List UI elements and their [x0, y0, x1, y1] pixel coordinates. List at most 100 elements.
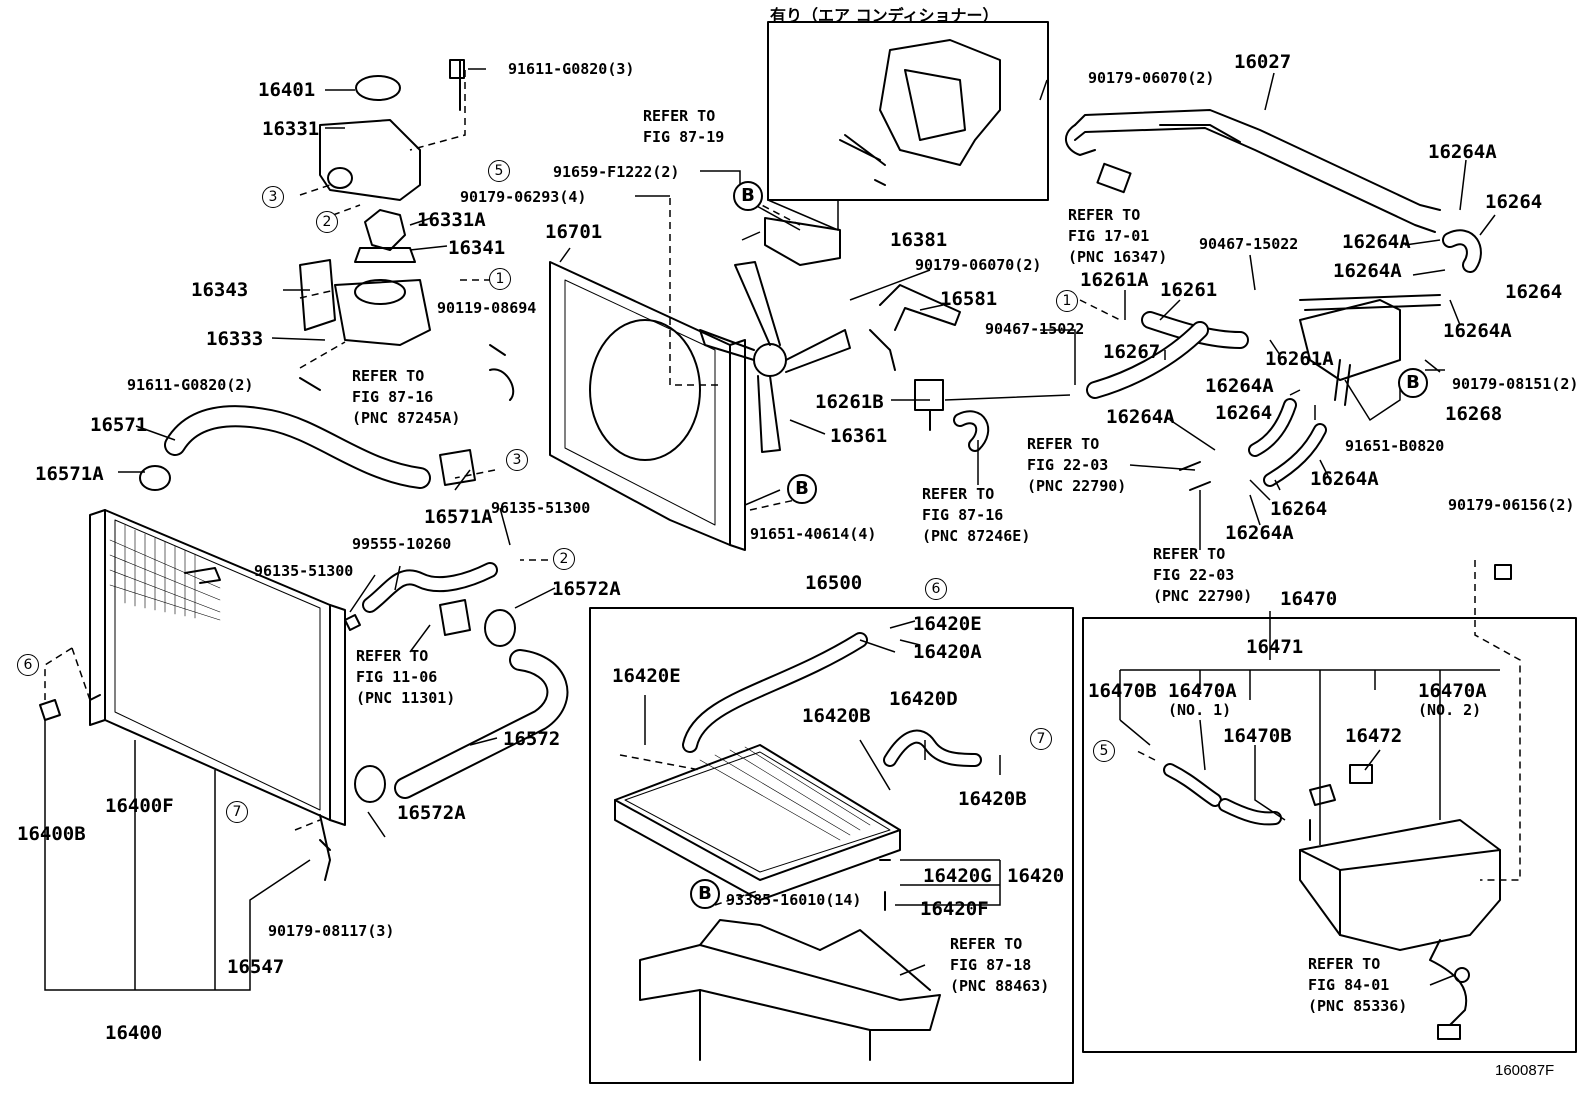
part-16571a-right: 16571A — [424, 506, 493, 528]
part-16572a-top: 16572A — [552, 578, 621, 600]
part-90179-06156: 90179-06156(2) — [1448, 496, 1575, 514]
part-96135-51300-a: 96135-51300 — [491, 499, 591, 517]
marker-b-1: B — [733, 181, 763, 211]
part-16261a-1: 16261A — [1080, 269, 1149, 291]
part-16572a-bottom: 16572A — [397, 802, 466, 824]
part-99555-10260: 99555-10260 — [352, 535, 452, 553]
part-16420b-1: 16420B — [802, 705, 871, 727]
part-91651-40614: 91651-40614(4) — [750, 525, 877, 543]
part-16264a-6: 16264A — [1106, 406, 1175, 428]
part-16420g: 16420G — [923, 865, 992, 887]
part-16361: 16361 — [830, 425, 888, 447]
part-16470b-2: 16470B — [1223, 725, 1292, 747]
part-16264-1: 16264 — [1485, 191, 1543, 213]
part-16470: 16470 — [1280, 588, 1338, 610]
part-91659-f1222: 91659-F1222(2) — [553, 163, 680, 181]
part-16400: 16400 — [105, 1022, 163, 1044]
part-16264a-8: 16264A — [1225, 522, 1294, 544]
part-16470a-2-note: (NO. 2) — [1418, 701, 1482, 719]
part-16581: 16581 — [940, 288, 998, 310]
part-16471: 16471 — [1246, 636, 1304, 658]
marker-6-right: 6 — [925, 578, 947, 600]
diagram-id: 160087F — [1495, 1062, 1555, 1079]
marker-6-left: 6 — [17, 654, 39, 676]
header-jp: 有り（エア コンディショナー） — [770, 6, 999, 25]
reserve-tank-box — [1082, 617, 1577, 1053]
part-16470a-2: 16470A — [1418, 680, 1487, 702]
part-16261b: 16261B — [815, 391, 884, 413]
radiator-assembly-box — [589, 607, 1074, 1084]
marker-b-3: B — [1398, 368, 1428, 398]
part-16420b-2: 16420B — [958, 788, 1027, 810]
part-16547: 16547 — [227, 956, 285, 978]
marker-5-top: 5 — [488, 160, 510, 182]
part-16470b-1: 16470B — [1088, 680, 1157, 702]
part-16264a-1: 16264A — [1428, 141, 1497, 163]
marker-1-left: 1 — [489, 268, 511, 290]
part-16264a-3: 16264A — [1333, 260, 1402, 282]
part-16027: 16027 — [1234, 51, 1292, 73]
part-16420d: 16420D — [889, 688, 958, 710]
part-16572: 16572 — [503, 728, 561, 750]
part-16267: 16267 — [1103, 341, 1161, 363]
part-96135-51300-b: 96135-51300 — [254, 562, 354, 580]
part-90179-08117: 90179-08117(3) — [268, 922, 395, 940]
part-16264-3: 16264 — [1215, 402, 1273, 424]
part-16264a-2: 16264A — [1342, 231, 1411, 253]
part-16400b: 16400B — [17, 823, 86, 845]
part-91651-b0820: 91651-B0820 — [1345, 437, 1445, 455]
part-90467-15022-top: 90467-15022 — [1199, 235, 1299, 253]
marker-b-2: B — [787, 474, 817, 504]
part-90179-08151: 90179-08151(2) — [1452, 375, 1579, 393]
part-16268: 16268 — [1445, 403, 1503, 425]
part-16331: 16331 — [262, 118, 320, 140]
part-91611-g0820-2: 91611-G0820(2) — [127, 376, 254, 394]
part-16261: 16261 — [1160, 279, 1218, 301]
marker-1-right: 1 — [1056, 290, 1078, 312]
part-16571: 16571 — [90, 414, 148, 436]
part-93385-16010: 93385-16010(14) — [726, 891, 862, 909]
part-16701: 16701 — [545, 221, 603, 243]
marker-3-right: 3 — [506, 449, 528, 471]
marker-2-right: 2 — [553, 548, 575, 570]
part-90119-08694: 90119-08694 — [437, 299, 537, 317]
part-16264-2: 16264 — [1505, 281, 1563, 303]
part-16420e-left: 16420E — [612, 665, 681, 687]
part-16381: 16381 — [890, 229, 948, 251]
part-16420: 16420 — [1007, 865, 1065, 887]
marker-7-right: 7 — [1030, 728, 1052, 750]
part-16343: 16343 — [191, 279, 249, 301]
part-16420e-top: 16420E — [913, 613, 982, 635]
marker-7-left: 7 — [226, 801, 248, 823]
part-16470a-1: 16470A — [1168, 680, 1237, 702]
part-16472: 16472 — [1345, 725, 1403, 747]
part-90179-06293: 90179-06293(4) — [460, 188, 587, 206]
part-16331a: 16331A — [417, 209, 486, 231]
part-16500: 16500 — [805, 572, 863, 594]
marker-5-right: 5 — [1093, 740, 1115, 762]
part-90179-06070-mid: 90179-06070(2) — [915, 256, 1042, 274]
part-90179-06070-top: 90179-06070(2) — [1088, 69, 1215, 87]
marker-3-left: 3 — [262, 186, 284, 208]
part-90467-15022-bottom: 90467-15022 — [985, 320, 1085, 338]
part-16420a: 16420A — [913, 641, 982, 663]
part-16420f: 16420F — [920, 898, 989, 920]
marker-b-4: B — [690, 879, 720, 909]
part-16341: 16341 — [448, 237, 506, 259]
part-91611-g0820-3: 91611-G0820(3) — [508, 60, 635, 78]
part-16571a-left: 16571A — [35, 463, 104, 485]
part-16264a-5: 16264A — [1205, 375, 1274, 397]
part-16261a-2: 16261A — [1265, 348, 1334, 370]
part-16470a-1-note: (NO. 1) — [1168, 701, 1232, 719]
ac-bracket-box — [767, 21, 1049, 201]
